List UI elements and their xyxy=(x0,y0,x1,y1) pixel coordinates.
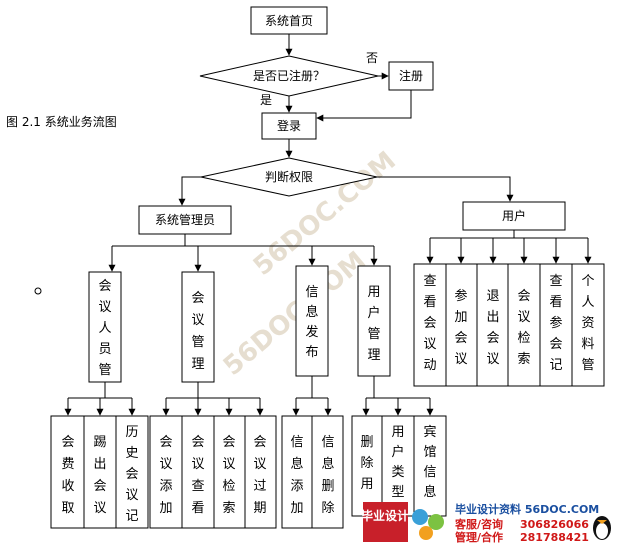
people-icon xyxy=(412,509,428,525)
node-member-mgmt xyxy=(88,271,122,383)
node-judge-permission xyxy=(200,157,378,197)
manage-label: 管理/合作 xyxy=(455,530,503,544)
site-name: 毕业设计资料 56DOC.COM xyxy=(455,502,599,516)
node-admin xyxy=(138,205,232,235)
node-member-mgmt-label: 会议人员管 xyxy=(98,279,111,378)
node-user xyxy=(462,201,566,231)
node-meeting-search-label: 会议检索 xyxy=(517,289,530,367)
node-user-label: 用户 xyxy=(502,208,526,223)
node-view-meeting-label: 会议查看 xyxy=(191,435,204,516)
node-join-meeting-label: 参加会议 xyxy=(454,288,467,367)
people-icon xyxy=(428,514,444,530)
node-check-registered-label: 是否已注册？ xyxy=(253,68,325,83)
node-register-label: 注册 xyxy=(399,68,423,83)
node-search-meeting-label: 会议检索 xyxy=(222,435,235,516)
logo-block xyxy=(363,502,408,542)
node-view-activity-label: 查看会议动 xyxy=(423,274,436,373)
node-meeting-mgmt xyxy=(181,271,215,383)
footer-banner: 毕业设计 毕业设计资料 56DOC.COM 客服/咨询 306826066 管理… xyxy=(361,502,611,544)
node-personal-info xyxy=(571,263,605,387)
node-expire-meeting-label: 会议过期 xyxy=(253,435,266,516)
node-hotel-info-label: 宾馆信息 xyxy=(423,424,436,500)
node-home xyxy=(250,6,328,35)
node-view-minutes xyxy=(539,263,573,387)
node-history-record xyxy=(115,415,149,529)
node-user-type-label: 用户类型 xyxy=(391,425,404,500)
node-history-record-label: 历史会议记 xyxy=(125,425,138,524)
manage-qq: 281788421 xyxy=(520,531,589,544)
node-quit-meeting xyxy=(476,263,509,387)
watermark: 56DOC.COM xyxy=(218,246,372,382)
people-icon xyxy=(419,526,433,540)
edge-label-no: 否 xyxy=(366,51,378,65)
node-home-label: 系统首页 xyxy=(265,14,313,28)
node-delete-info xyxy=(311,415,344,529)
penguin-icon xyxy=(593,516,611,540)
node-fee-collect-label: 会费收取 xyxy=(61,435,74,516)
node-view-minutes-label: 查看参会记 xyxy=(549,274,562,373)
figure-caption: 图 2.1 系统业务流图 xyxy=(6,114,117,129)
node-kick-meeting-label: 踢出会议 xyxy=(93,435,106,516)
node-info-publish-label: 信息发布 xyxy=(305,285,318,360)
node-user-mgmt xyxy=(357,265,391,377)
node-meeting-search xyxy=(507,263,541,387)
node-hotel-info xyxy=(413,415,447,517)
node-add-info xyxy=(281,415,313,529)
node-info-publish xyxy=(295,265,329,377)
node-judge-permission-label: 判断权限 xyxy=(265,169,313,184)
node-delete-user-label: 删除用 xyxy=(360,435,373,492)
bullet-mark xyxy=(34,287,42,295)
logo-text: 毕业设计 xyxy=(361,508,409,523)
node-register xyxy=(388,61,434,91)
node-quit-meeting-label: 退出会议 xyxy=(486,289,499,367)
node-view-meeting xyxy=(181,415,215,529)
node-add-meeting-label: 会议添加 xyxy=(159,435,172,516)
node-personal-info-label: 个人资料管 xyxy=(581,274,594,373)
node-join-meeting xyxy=(445,263,478,387)
node-admin-label: 系统管理员 xyxy=(155,212,215,227)
node-user-mgmt-label: 用户管理 xyxy=(367,285,380,363)
node-user-type xyxy=(381,415,415,517)
node-meeting-mgmt-label: 会议管理 xyxy=(191,291,204,372)
node-add-info-label: 信息添加 xyxy=(290,435,303,516)
node-delete-info-label: 信息删除 xyxy=(321,435,334,516)
service-label: 客服/咨询 xyxy=(454,517,503,531)
node-search-meeting xyxy=(213,415,246,529)
node-login-label: 登录 xyxy=(277,118,301,133)
service-qq: 306826066 xyxy=(520,518,589,531)
node-expire-meeting xyxy=(244,415,277,529)
node-add-meeting xyxy=(149,415,183,529)
edge-label-yes: 是 xyxy=(260,93,272,107)
